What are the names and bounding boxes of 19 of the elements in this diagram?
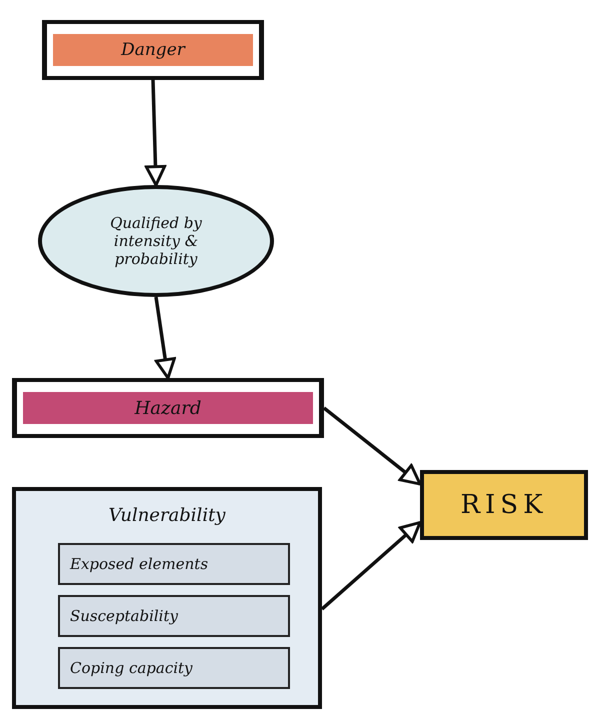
arrow [322,406,422,486]
item-row [58,543,290,585]
group-panel [12,487,322,709]
item-row [58,647,290,689]
item-label: Exposed elements [70,555,208,573]
node-label: Vulnerability [108,505,226,526]
node-label: RISK [460,490,548,520]
node-label: Danger [121,40,185,60]
arrow [320,521,422,610]
result-box [420,470,588,540]
item-label: Susceptability [70,607,178,625]
label-bar [42,20,264,80]
label-bar [12,378,324,438]
arrow [144,80,166,186]
arrow [154,296,176,380]
item-row [58,595,290,637]
node-label: Hazard [134,398,202,418]
node-label: Qualified by intensity & probability [109,214,203,268]
item-label: Coping capacity [70,659,193,677]
